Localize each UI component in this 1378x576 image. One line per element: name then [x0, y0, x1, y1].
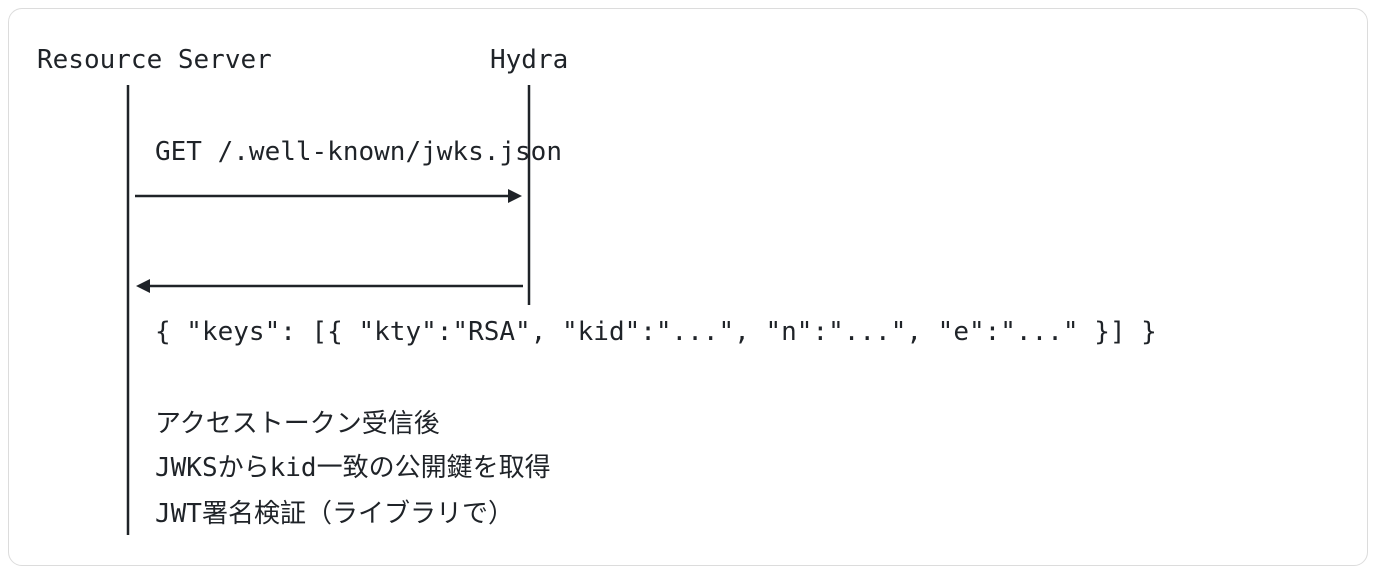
request-label: GET /.well-known/jwks.json	[155, 137, 562, 167]
response-arrowhead	[136, 279, 150, 293]
note-1: アクセストークン受信後	[155, 409, 440, 439]
note-3: JWT署名検証（ライブラリで）	[155, 499, 514, 529]
participant-hydra: Hydra	[490, 45, 569, 75]
note-2: JWKSからkid一致の公開鍵を取得	[155, 453, 551, 483]
participant-resource-server: Resource Server	[37, 45, 272, 75]
response-label: { "keys": [{ "kty":"RSA", "kid":"...", "…	[155, 317, 1157, 347]
request-arrowhead	[508, 189, 522, 203]
